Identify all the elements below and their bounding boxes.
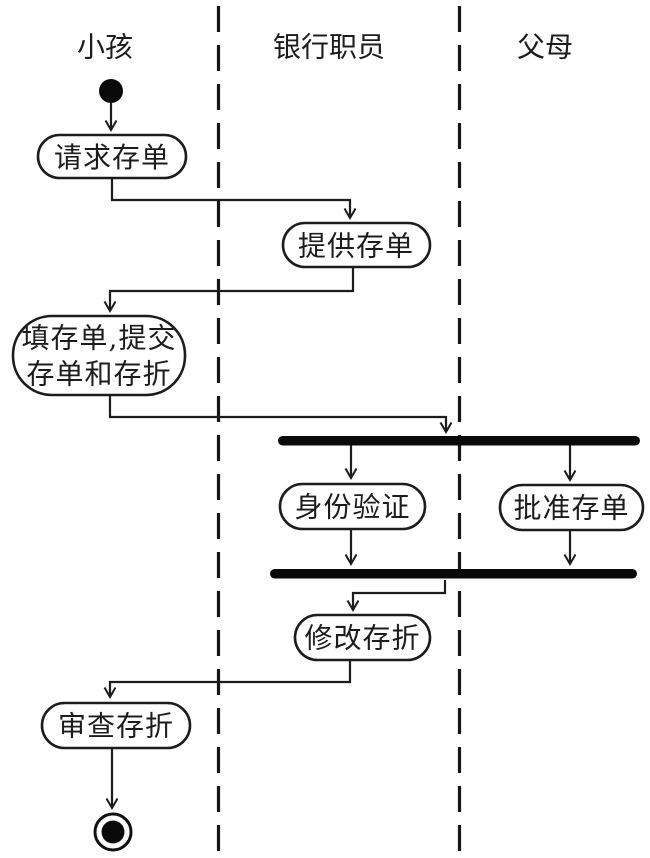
- action-fill-and-submit: 填存单,提交 存单和存折: [11, 314, 187, 397]
- flow-edge-update-to-review: [110, 661, 352, 697]
- action-label: 审查存折: [58, 710, 174, 743]
- action-shape: [11, 314, 187, 397]
- initial-node: [99, 79, 123, 103]
- action-update-passbook: 修改存折: [293, 613, 432, 662]
- final-node: [93, 812, 133, 852]
- action-identity-check: 身份验证: [278, 482, 427, 531]
- action-request-slip: 请求存单: [36, 133, 188, 180]
- action-provide-slip: 提供存单: [281, 221, 432, 269]
- action-shape: [40, 701, 192, 750]
- action-shape: [498, 483, 645, 532]
- fork-bar: [278, 436, 640, 446]
- action-approve-slip: 批准存单: [498, 483, 645, 532]
- flow-edge-join-to-update: [353, 580, 447, 610]
- action-review-passbook: 审查存折: [40, 701, 192, 750]
- action-shape: [36, 133, 188, 180]
- action-label: 批准存单: [513, 492, 629, 525]
- action-label: 请求存单: [54, 141, 170, 174]
- action-label-line2: 存单和存折: [26, 358, 171, 391]
- swimlane-label-parents: 父母: [517, 31, 573, 64]
- action-label-line1: 填存单,提交: [22, 322, 177, 355]
- final-node-inner-dot: [101, 820, 125, 844]
- action-shape: [278, 482, 427, 531]
- flow-edge-provide-to-fill: [110, 268, 355, 311]
- swimlane-label-child: 小孩: [77, 31, 133, 64]
- action-shape: [293, 613, 432, 662]
- flow-edge-fill-to-fork: [108, 396, 446, 432]
- action-label: 提供存单: [298, 230, 414, 263]
- flow-edge-request-to-provide: [110, 178, 350, 218]
- swimlane-label-bank-clerk: 银行职员: [273, 31, 385, 64]
- action-label: 身份验证: [294, 491, 410, 524]
- action-label: 修改存折: [304, 622, 420, 655]
- action-shape: [281, 221, 432, 269]
- join-bar: [270, 569, 637, 579]
